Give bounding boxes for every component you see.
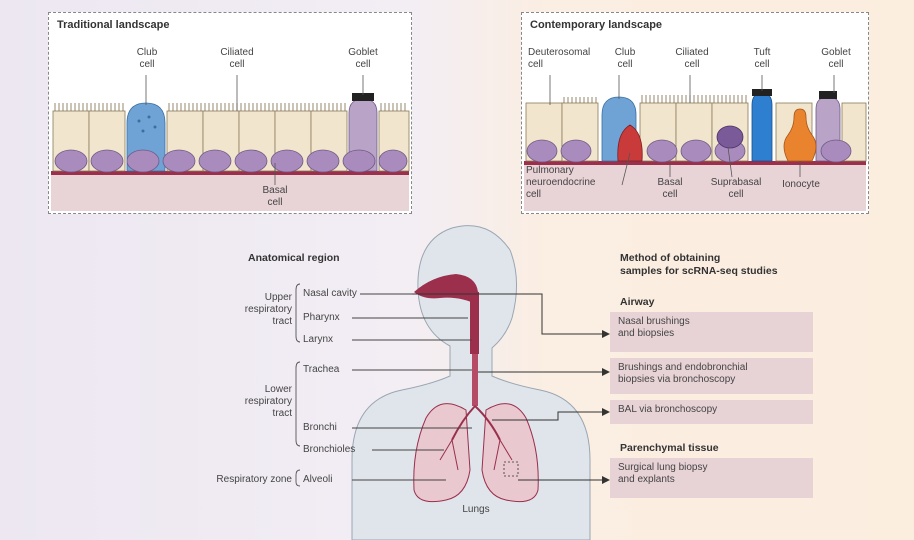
upper-bracket [296,284,300,342]
lungs-label: Lungs [456,504,496,516]
surgical-biopsy-box: Surgical lung biopsy and explants [610,458,813,498]
bronchioles-label: Bronchioles [303,444,355,456]
airway-heading: Airway [620,296,654,309]
upper-respiratory-label: Upper respiratory tract [220,292,292,328]
nasal-cavity-label: Nasal cavity [303,288,357,300]
pharynx [470,292,479,354]
bal-box: BAL via bronchoscopy [610,400,813,424]
respiratory-zone-label: Respiratory zone [170,474,292,486]
bronchi-label: Bronchi [303,422,337,434]
lower-bracket [296,362,300,446]
anatomical-region-heading: Anatomical region [248,252,340,265]
trachea [472,354,478,406]
resp-zone-bracket [296,470,300,486]
methods-heading: Method of obtaining samples for scRNA-se… [620,252,778,278]
lower-respiratory-label: Lower respiratory tract [220,384,292,420]
nasal-brushings-box: Nasal brushings and biopsies [610,312,813,352]
trachea-label: Trachea [303,364,339,376]
alveoli-label: Alveoli [303,474,332,486]
body-silhouette [352,226,590,540]
pharynx-label: Pharynx [303,312,340,324]
larynx-label: Larynx [303,334,333,346]
bronchoscopy-box: Brushings and endobronchial biopsies via… [610,358,813,394]
parenchymal-heading: Parenchymal tissue [620,442,719,455]
